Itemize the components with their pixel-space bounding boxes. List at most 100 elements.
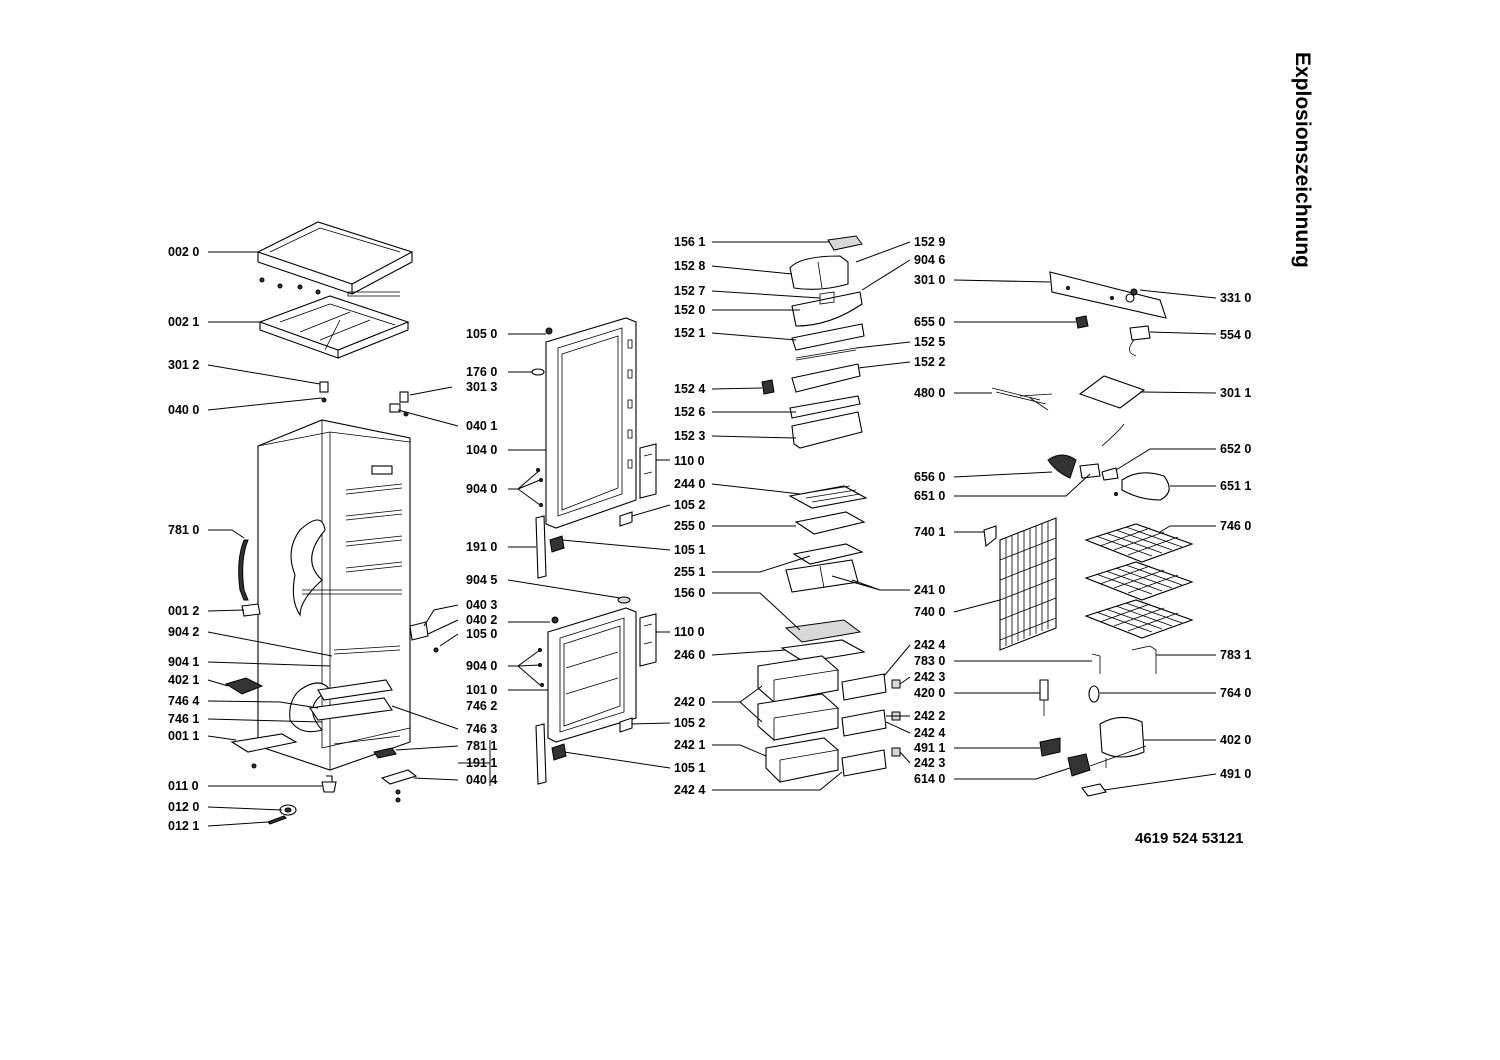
door-parts — [531, 317, 657, 785]
upper-door — [545, 317, 637, 529]
door-shelf-1521 — [791, 323, 865, 351]
label-1525: 152 5 — [914, 335, 945, 349]
label-4910: 491 0 — [1220, 767, 1251, 781]
label-1522: 152 2 — [914, 355, 945, 369]
label-0401: 040 1 — [466, 419, 497, 433]
label-2424a: 242 4 — [914, 638, 945, 652]
plug-0012 — [241, 603, 261, 617]
label-2460: 246 0 — [674, 648, 705, 662]
label-0021: 002 1 — [168, 315, 199, 329]
label-7461: 746 1 — [168, 712, 199, 726]
label-1520: 152 0 — [674, 303, 705, 317]
label-9046: 904 6 — [914, 253, 945, 267]
adjustable-foot — [321, 775, 337, 793]
label-2440: 244 0 — [674, 477, 705, 491]
part-labels: 002 0 002 1 301 2 040 0 781 0 001 2 904 … — [168, 235, 1251, 833]
label-0020: 002 0 — [168, 245, 199, 259]
door-hinge-holes — [627, 339, 633, 469]
label-7460: 746 0 — [1220, 519, 1251, 533]
lower-door-handle — [535, 723, 547, 785]
label-6510: 651 0 — [914, 489, 945, 503]
label-6560: 656 0 — [914, 470, 945, 484]
document-number: 4619 524 53121 — [1135, 830, 1243, 847]
label-3012: 301 2 — [168, 358, 199, 372]
control-panel — [1049, 271, 1167, 319]
base-bracket — [230, 733, 298, 753]
label-7401: 740 1 — [914, 525, 945, 539]
rod-7831 — [1131, 645, 1157, 674]
label-6550: 655 0 — [914, 315, 945, 329]
label-1051a: 105 1 — [674, 543, 705, 557]
cabinet-cutaway-lower — [289, 682, 331, 733]
bracket-3013 — [399, 391, 409, 403]
label-7400: 740 0 — [914, 605, 945, 619]
label-1521: 152 1 — [674, 326, 705, 340]
label-1524: 152 4 — [674, 382, 705, 396]
lamp-5540 — [1129, 325, 1151, 341]
label-2410: 241 0 — [914, 583, 945, 597]
label-1560: 156 0 — [674, 586, 705, 600]
label-2421: 242 1 — [674, 738, 705, 752]
label-9041: 904 1 — [168, 655, 199, 669]
label-0110: 011 0 — [168, 779, 199, 793]
drawer-front-2 — [841, 709, 887, 737]
label-2424b: 242 4 — [674, 783, 705, 797]
label-2423b: 242 3 — [914, 756, 945, 770]
upper-door-handle — [535, 515, 547, 579]
label-0012: 001 2 — [168, 604, 199, 618]
top-frame — [258, 295, 410, 359]
label-1050a: 105 0 — [466, 327, 497, 341]
label-3013: 301 3 — [466, 380, 497, 394]
label-4800: 480 0 — [914, 386, 945, 400]
label-2424c: 242 4 — [914, 726, 945, 740]
drain-hose — [238, 539, 249, 601]
sensor-6511 — [1121, 472, 1170, 501]
label-4911: 491 1 — [914, 741, 945, 755]
label-2420: 242 0 — [674, 695, 705, 709]
label-4021: 402 1 — [168, 673, 199, 687]
label-6520: 652 0 — [1220, 442, 1251, 456]
label-1100b: 110 0 — [674, 625, 705, 639]
egg-tray — [827, 235, 863, 251]
leader-lines — [207, 241, 1217, 827]
label-1529: 152 9 — [914, 235, 945, 249]
butter-compartment — [789, 255, 849, 290]
thermostat-housing — [1047, 454, 1077, 479]
door-shelf-1523 — [791, 411, 863, 449]
label-2550: 255 0 — [674, 519, 705, 533]
hinge-cover-lower — [639, 613, 657, 667]
label-4020: 402 0 — [1220, 733, 1251, 747]
wiring-harness — [991, 387, 1053, 411]
label-1100a: 110 0 — [674, 454, 705, 468]
door-shelf-1526 — [789, 395, 861, 419]
label-2422: 242 2 — [914, 709, 945, 723]
shelf-1560 — [784, 619, 862, 643]
label-0011: 001 1 — [168, 729, 199, 743]
inner-shelves — [302, 291, 403, 745]
label-0404: 040 4 — [466, 773, 497, 787]
cover-7811 — [373, 747, 397, 759]
label-1561: 156 1 — [674, 235, 705, 249]
label-5540: 554 0 — [1220, 328, 1251, 342]
wire-shelves — [1084, 523, 1194, 639]
middle-hinge — [409, 621, 429, 641]
label-1527: 152 7 — [674, 284, 705, 298]
label-7811: 781 1 — [466, 739, 497, 753]
label-0403: 040 3 — [466, 598, 497, 612]
freezer-drawer-1 — [757, 655, 839, 703]
label-1911b: 191 1 — [466, 756, 497, 770]
label-1051b: 105 1 — [674, 761, 705, 775]
label-1010: 101 0 — [466, 683, 497, 697]
label-0120: 012 0 — [168, 800, 199, 814]
cover-2550 — [794, 511, 866, 535]
freezer-drawer-2 — [757, 693, 839, 741]
label-0402: 040 2 — [466, 613, 497, 627]
cabinet-parts — [224, 221, 439, 825]
cover-3011 — [1078, 375, 1146, 409]
label-1523: 152 3 — [674, 429, 705, 443]
label-9040a: 904 0 — [466, 482, 497, 496]
drawer-front-3 — [841, 749, 887, 777]
label-7830: 783 0 — [914, 654, 945, 668]
label-7640: 764 0 — [1220, 686, 1251, 700]
